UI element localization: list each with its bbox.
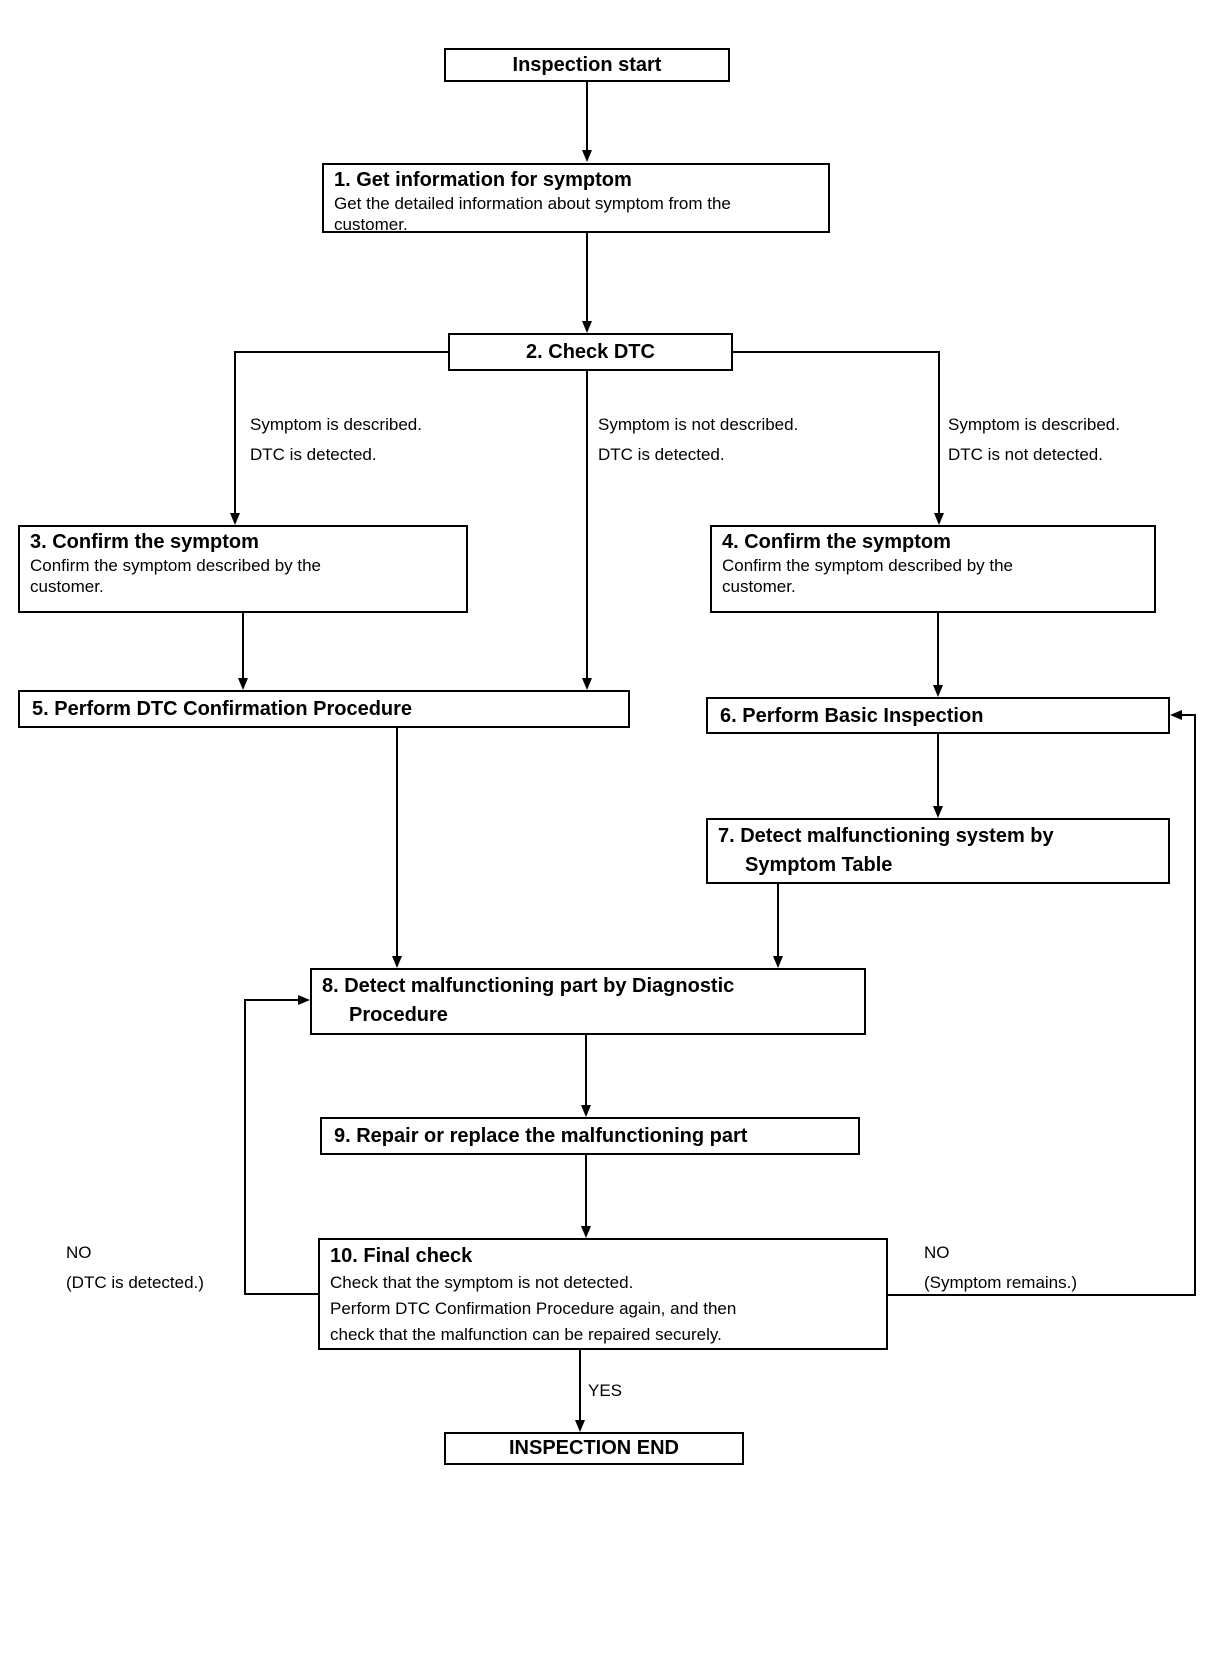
step-title-line: Symptom Table <box>745 854 893 876</box>
branch-label-left: Symptom is described. DTC is detected. <box>250 410 422 470</box>
step-title: 1. Get information for symptom <box>334 169 632 191</box>
edge-no-right-horizontal-bottom <box>888 1294 1196 1296</box>
branch-label-line: DTC is not detected. <box>948 445 1103 464</box>
step-title-line: Procedure <box>349 1004 448 1026</box>
arrowhead-down-icon <box>773 956 783 968</box>
step-title-line: 8. Detect malfunctioning part by Diagnos… <box>322 975 735 997</box>
node-inspection-start: Inspection start <box>444 48 730 82</box>
step-body-line: Confirm the symptom described by the <box>30 556 322 575</box>
branch-label-line: DTC is detected. <box>250 445 377 464</box>
arrowhead-down-icon <box>230 513 240 525</box>
node-step8-detect-part-diagnostic-procedure: 8. Detect malfunctioning part by Diagnos… <box>310 968 866 1035</box>
step-title: 3. Confirm the symptom <box>30 531 259 553</box>
step-body-line: Perform DTC Confirmation Procedure again… <box>330 1299 737 1318</box>
step-title: 9. Repair or replace the malfunctioning … <box>334 1125 748 1147</box>
node-step4-confirm-symptom: 4. Confirm the symptom Confirm the sympt… <box>710 525 1156 613</box>
step-body-line: customer. <box>30 577 104 596</box>
edge-no-left-horizontal-top <box>246 999 300 1001</box>
arrowhead-down-icon <box>238 678 248 690</box>
edge-step2-branch-right-horizontal <box>733 351 940 353</box>
arrowhead-down-icon <box>582 678 592 690</box>
edge-step10-to-end <box>579 1350 581 1420</box>
node-step1-get-information: 1. Get information for symptom Get the d… <box>322 163 830 234</box>
arrowhead-down-icon <box>582 150 592 162</box>
no-label-symptom-remains: NO (Symptom remains.) <box>924 1238 1077 1298</box>
step-body-line: check that the malfunction can be repair… <box>330 1325 722 1344</box>
yes-label: YES <box>588 1381 623 1400</box>
branch-label-middle: Symptom is not described. DTC is detecte… <box>598 410 798 470</box>
step-body-line: customer. <box>722 577 796 596</box>
node-step9-repair-or-replace: 9. Repair or replace the malfunctioning … <box>320 1117 860 1155</box>
step-body-line: customer. <box>334 215 408 234</box>
edge-no-left-vertical <box>244 999 246 1295</box>
no-reason: (DTC is detected.) <box>66 1273 204 1292</box>
arrowhead-left-icon <box>1170 710 1182 720</box>
arrowhead-down-icon <box>581 1105 591 1117</box>
step-body-line: Get the detailed information about sympt… <box>334 194 731 213</box>
arrowhead-down-icon <box>392 956 402 968</box>
no-label-dtc-detected: NO (DTC is detected.) <box>66 1238 204 1298</box>
branch-label-line: Symptom is described. <box>948 415 1120 434</box>
edge-step2-branch-left-horizontal <box>234 351 450 353</box>
no-reason: (Symptom remains.) <box>924 1273 1078 1292</box>
arrowhead-down-icon <box>933 806 943 818</box>
step-title: 5. Perform DTC Confirmation Procedure <box>32 698 413 720</box>
step-body-line: Check that the symptom is not detected. <box>330 1273 634 1292</box>
arrowhead-right-icon <box>298 995 310 1005</box>
edge-start-to-step1 <box>586 82 588 152</box>
node-step5-dtc-confirmation-procedure: 5. Perform DTC Confirmation Procedure <box>18 690 630 728</box>
no-label: NO <box>924 1243 950 1262</box>
branch-label-line: DTC is detected. <box>598 445 725 464</box>
edge-no-left-horizontal-bottom <box>244 1293 320 1295</box>
edge-step4-to-step6 <box>937 612 939 685</box>
edge-step9-to-step10 <box>585 1155 587 1226</box>
step-title-line: 7. Detect malfunctioning system by <box>718 825 1054 847</box>
edge-step3-to-step5 <box>242 612 244 678</box>
step-title: 10. Final check <box>330 1245 473 1267</box>
edge-step6-to-step7 <box>937 734 939 806</box>
node-step6-basic-inspection: 6. Perform Basic Inspection <box>706 697 1170 734</box>
node-step7-detect-system-symptom-table: 7. Detect malfunctioning system by Sympt… <box>706 818 1170 884</box>
edge-step5-to-step8 <box>396 728 398 956</box>
no-label: NO <box>66 1243 92 1262</box>
arrowhead-down-icon <box>582 321 592 333</box>
arrowhead-down-icon <box>581 1226 591 1238</box>
edge-step7-to-step8 <box>777 884 779 956</box>
edge-step8-to-step9 <box>585 1035 587 1105</box>
step-title: 4. Confirm the symptom <box>722 531 951 553</box>
edge-step1-to-step2 <box>586 233 588 323</box>
branch-label-line: Symptom is not described. <box>598 415 799 434</box>
node-step3-confirm-symptom: 3. Confirm the symptom Confirm the sympt… <box>18 525 468 613</box>
edge-no-right-vertical <box>1194 714 1196 1296</box>
arrowhead-down-icon <box>933 685 943 697</box>
edge-no-right-horizontal-top <box>1180 714 1196 716</box>
node-step10-final-check: 10. Final check Check that the symptom i… <box>318 1238 888 1350</box>
arrowhead-down-icon <box>575 1420 585 1432</box>
edge-step2-to-step5 <box>586 371 588 678</box>
step-title: 6. Perform Basic Inspection <box>720 704 984 727</box>
node-inspection-end: INSPECTION END <box>444 1432 744 1465</box>
node-step2-check-dtc: 2. Check DTC <box>448 333 733 371</box>
branch-label-line: Symptom is described. <box>250 415 422 434</box>
edge-branch-left-to-step3 <box>234 351 236 513</box>
arrowhead-down-icon <box>934 513 944 525</box>
edge-branch-right-to-step4 <box>938 351 940 513</box>
step-body-line: Confirm the symptom described by the <box>722 556 1014 575</box>
branch-label-right: Symptom is described. DTC is not detecte… <box>948 410 1120 470</box>
